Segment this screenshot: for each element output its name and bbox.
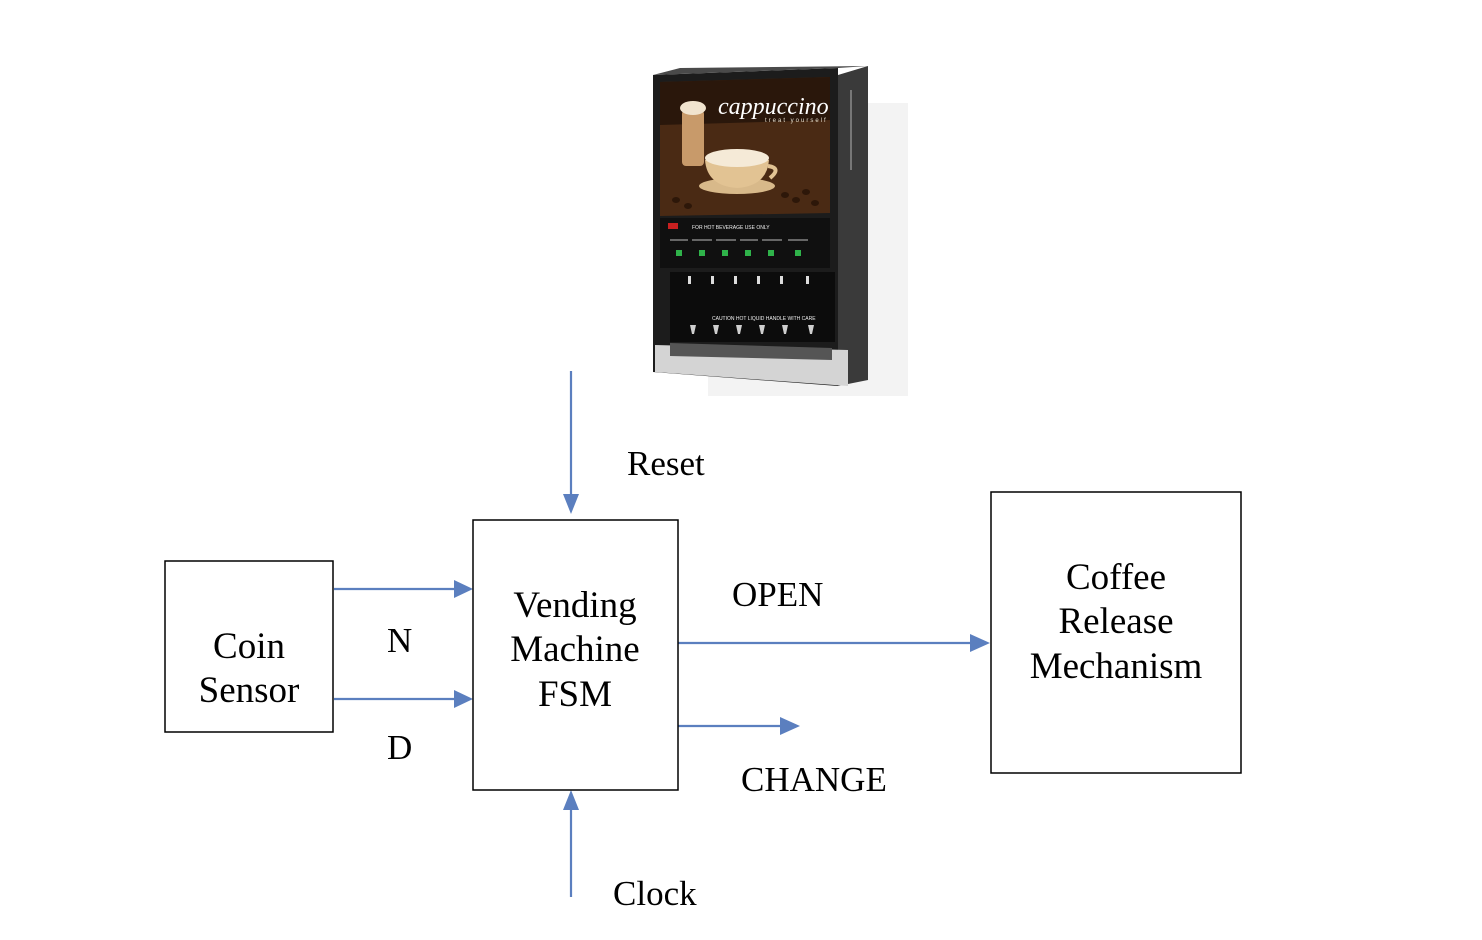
coffee-release-block: Coffee Release Mechanism [990, 491, 1242, 774]
caution-notice: CAUTION HOT LIQUID HANDLE WITH CARE [712, 316, 816, 322]
coin-sensor-block: Coin Sensor [164, 560, 334, 733]
fsm-line-3: FSM [538, 674, 612, 715]
vending-machine-photo: cappuccino treat yourself FOR HOT BEVERA… [653, 66, 908, 396]
coffee-beans [672, 189, 819, 209]
selection-strip [660, 218, 830, 268]
cabinet-side [838, 66, 868, 386]
drip-grate [670, 343, 832, 360]
reset-label: Reset [627, 444, 705, 483]
tall-glass-foam [680, 101, 706, 115]
open-label: OPEN [732, 575, 823, 614]
coffee-release-line-3: Mechanism [1030, 646, 1203, 687]
coffee-cup [705, 160, 769, 188]
selection-buttons [676, 250, 801, 256]
brand-badge [668, 223, 678, 229]
coin-sensor-line-2: Sensor [199, 670, 300, 711]
fsm-line-1: Vending [513, 585, 636, 626]
machine-tagline: treat yourself [765, 118, 828, 124]
cabinet-top [653, 66, 868, 75]
clock-arrow [563, 790, 579, 897]
coin-sensor-line-1: Coin [213, 626, 285, 667]
d-arrow [334, 690, 473, 708]
clock-label: Clock [613, 874, 697, 913]
n-arrow [334, 580, 473, 598]
open-arrow [678, 634, 990, 652]
d-label: D [387, 728, 412, 767]
machine-title: cappuccino [718, 94, 829, 120]
tall-glass [682, 110, 704, 166]
coffee-release-line-2: Release [1058, 601, 1173, 642]
fsm-line-2: Machine [510, 629, 639, 670]
cup-foam [705, 149, 769, 167]
fsm-block: Vending Machine FSM [472, 519, 679, 791]
coffee-release-line-1: Coffee [1066, 557, 1166, 598]
cup-handle [767, 164, 778, 180]
n-label: N [387, 621, 412, 660]
change-arrow [678, 717, 800, 735]
dispense-tabs [688, 276, 809, 284]
nozzles [690, 325, 814, 334]
panel-notice: FOR HOT BEVERAGE USE ONLY [692, 225, 770, 231]
reset-arrow [563, 371, 579, 514]
change-label: CHANGE [741, 760, 887, 799]
